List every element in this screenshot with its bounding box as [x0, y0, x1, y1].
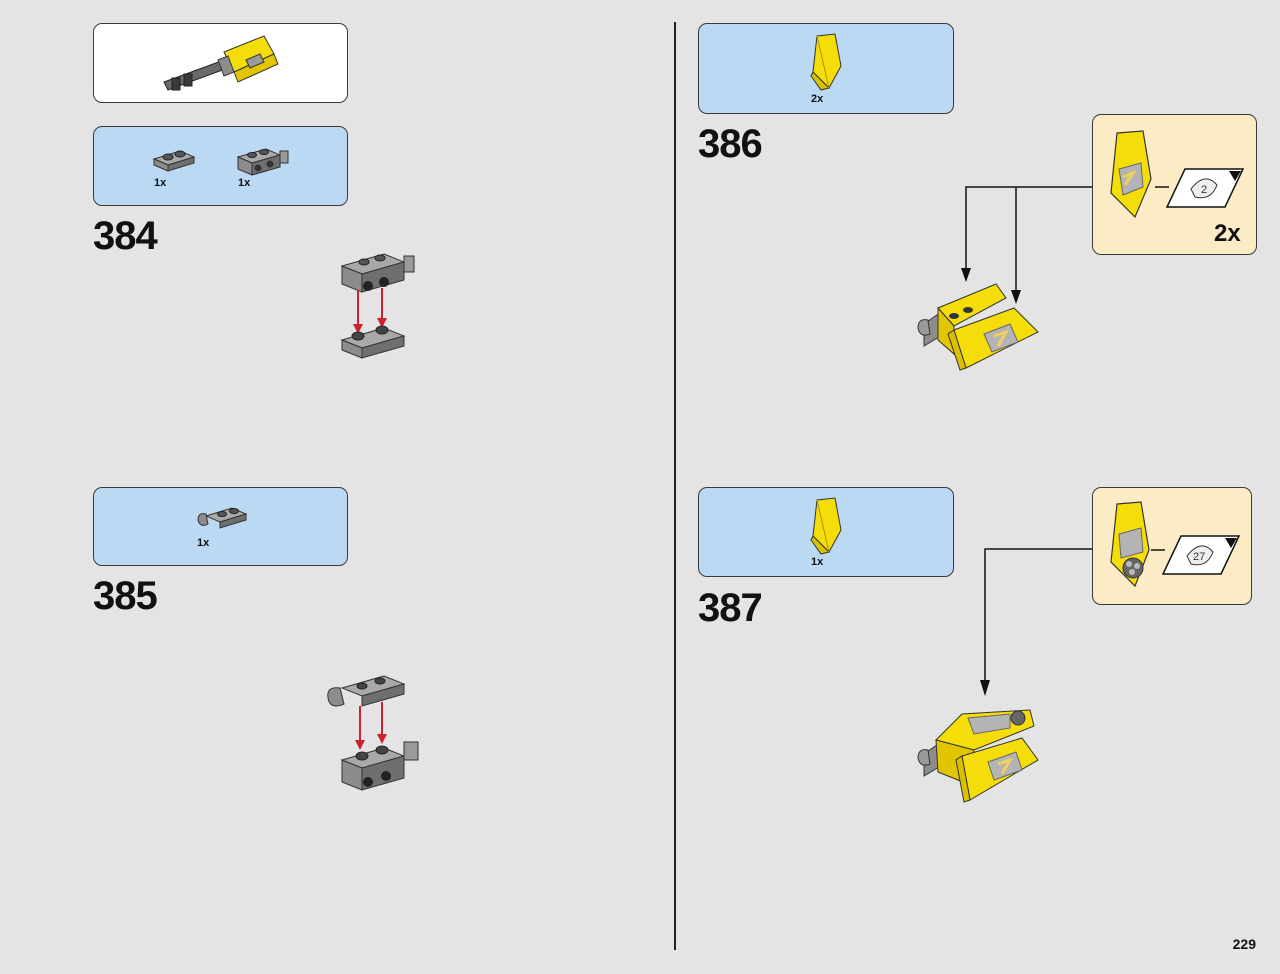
step-387-assembly — [917, 709, 1039, 803]
step-384-assembly — [340, 253, 415, 359]
gray-bracket-brick-icon — [236, 148, 289, 176]
subassembly-illustration — [163, 35, 279, 91]
gray-clip-plate-icon — [197, 507, 248, 529]
subassembly-preview-box — [93, 23, 348, 103]
yellow-wedge-slope-icon — [810, 497, 842, 555]
step-386-callout-qty: 2x — [1214, 220, 1241, 247]
step-385-number: 385 — [93, 574, 158, 618]
yellow-slope-with-sticker-icon — [1110, 130, 1152, 219]
step-386-assembly — [917, 283, 1039, 371]
step-386-number: 386 — [698, 122, 763, 166]
step-387-part-1-qty: 1x — [811, 556, 824, 568]
page-number: 229 — [1232, 936, 1256, 952]
svg-text:27: 27 — [1193, 551, 1205, 563]
step-387-parts-box: 1x — [698, 487, 954, 577]
step-384-number: 384 — [93, 214, 158, 258]
step-386-sticker-callout: 2 2x — [1092, 114, 1257, 255]
step-387-sticker-callout: 27 — [1092, 487, 1252, 605]
sticker-sheet-icon: 27 — [1151, 535, 1241, 575]
yellow-wedge-slope-icon — [810, 33, 842, 91]
step-387-number: 387 — [698, 586, 763, 630]
step-384-part-1-qty: 1x — [154, 177, 167, 189]
sticker-sheet-icon: 2 — [1155, 168, 1245, 208]
step-385-part-1-qty: 1x — [197, 537, 210, 549]
step-386-part-1-qty: 2x — [811, 93, 824, 105]
step-384-part-2-qty: 1x — [238, 177, 251, 189]
step-385-assembly — [327, 675, 419, 791]
yellow-slope-with-sticker-icon — [1110, 501, 1150, 588]
svg-text:2: 2 — [1201, 184, 1207, 196]
step-387-arrow — [980, 548, 1092, 696]
step-384-parts-box: 1x 1x — [93, 126, 348, 206]
gray-plate-1x2-icon — [152, 150, 196, 172]
step-386-arrows — [961, 186, 1092, 304]
page-divider — [674, 22, 676, 950]
step-386-parts-box: 2x — [698, 23, 954, 114]
step-385-parts-box: 1x — [93, 487, 348, 566]
